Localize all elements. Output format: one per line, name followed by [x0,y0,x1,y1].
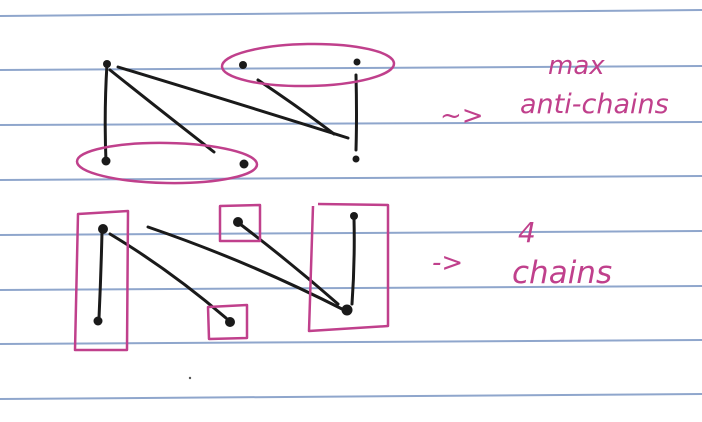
edge-u-to-s [350,216,356,306]
edge-f-to-e [256,78,336,136]
vertex-r [225,317,235,327]
bottom-label-4: 4 [518,216,536,249]
top-label-antichains: anti-chains [520,89,669,120]
vertex-f [239,61,247,69]
chain-outlines [73,202,390,352]
vertex-p [98,224,108,234]
vertex-a [103,60,111,68]
top-label-max: max [548,51,605,81]
antichain-top-ellipse [220,42,396,88]
vertex-e [352,155,360,163]
antichain-outlines [75,42,396,185]
top-arrow: ~> [440,101,484,131]
edge-p-to-q [97,230,104,320]
bottom-label-chains: chains [512,255,612,291]
top-poset-diagram [75,42,396,185]
top-poset-edges [103,62,358,164]
bottom-annotation: -> 4 chains [432,216,612,291]
chain-box-left [73,209,130,352]
edge-p-to-s [146,225,346,312]
edge-a-to-c [103,62,109,164]
vertex-g [353,58,361,66]
bottom-poset-vertices [93,212,358,327]
edge-g-to-e [354,73,358,152]
vertex-u [350,212,358,220]
vertex-t [233,217,243,227]
edge-a-to-e [116,65,350,140]
vertex-c [101,156,111,166]
top-annotation: ~> max anti-chains [440,51,669,131]
bottom-arrow: -> [432,248,463,278]
vertex-q [93,316,103,326]
vertex-d [239,159,249,169]
chain-box-small-bottom [206,303,249,341]
stray-dot [188,376,192,380]
chain-box-right [307,202,390,333]
edge-t-to-s [238,222,340,306]
chain-box-small-top [218,203,262,243]
vertex-s [341,304,353,316]
top-poset-vertices [101,58,361,169]
bottom-poset-diagram [73,202,390,352]
edge-a-to-d [108,68,216,154]
antichain-bottom-ellipse [75,141,259,185]
